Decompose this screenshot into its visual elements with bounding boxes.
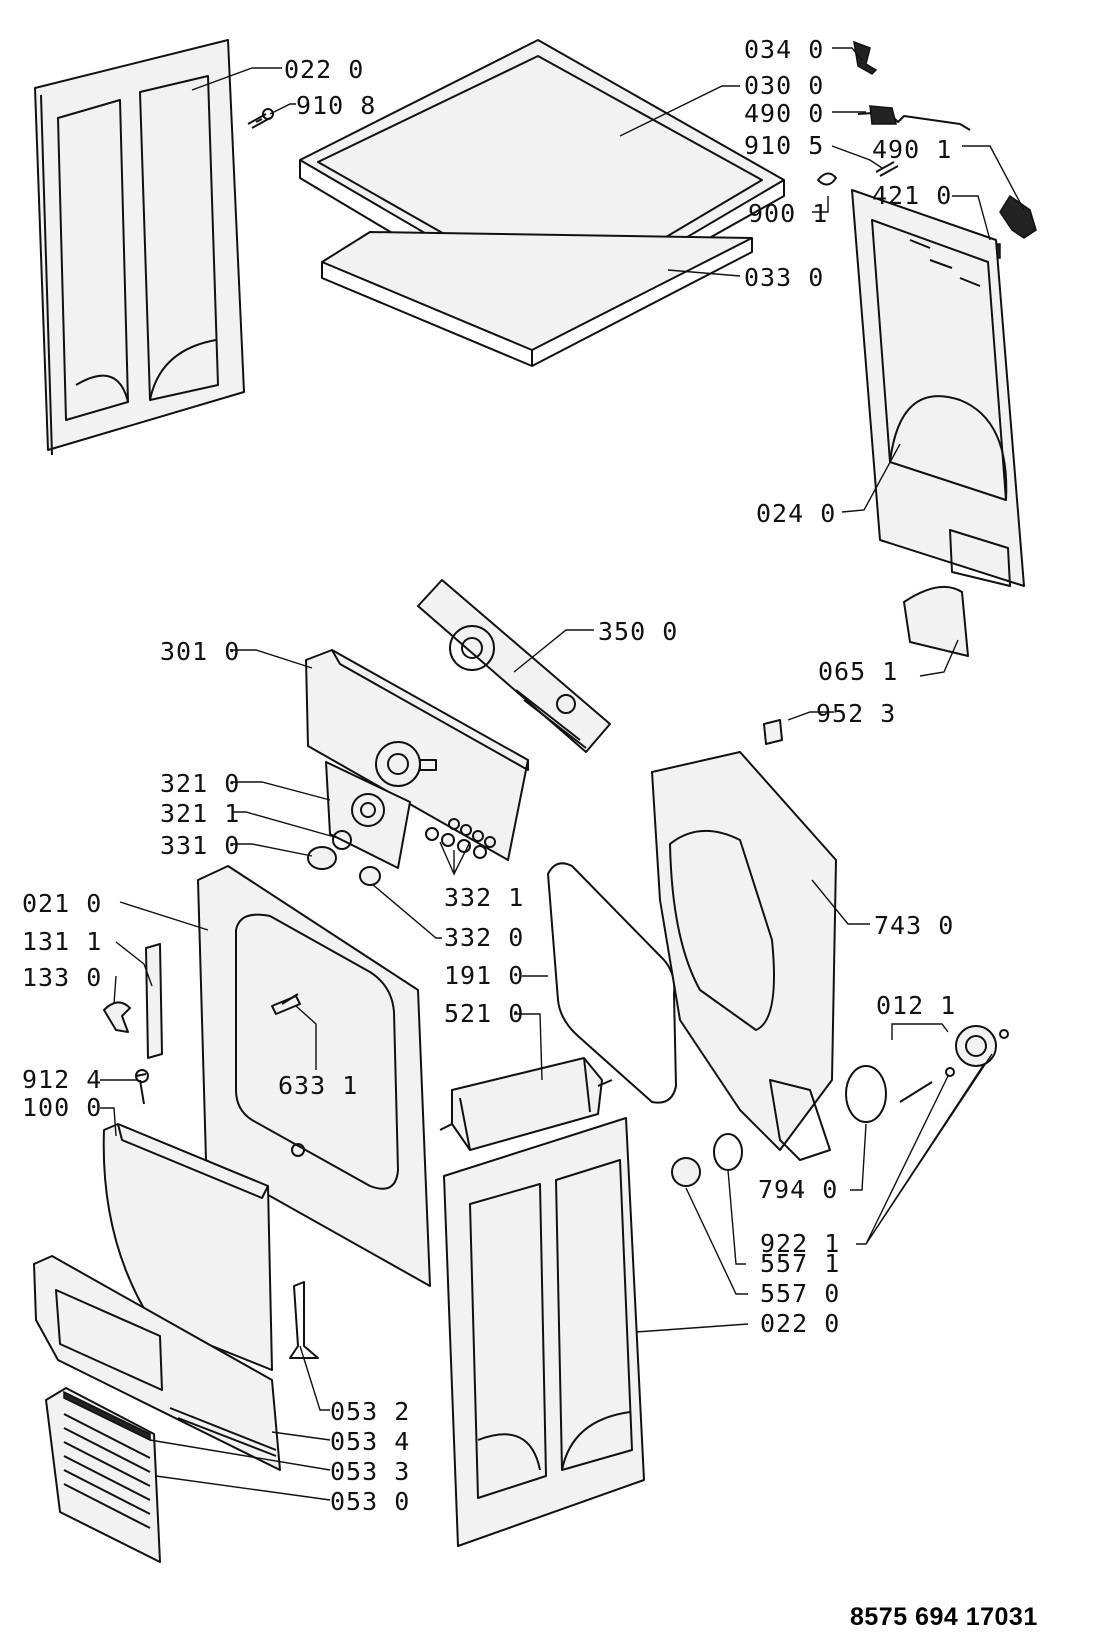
screw-910-8 [247, 108, 274, 129]
callout-421-0: 421 0 [872, 181, 952, 210]
plinth-053-4 [169, 1407, 277, 1457]
callout-024-0: 024 0 [756, 499, 836, 528]
callout-034-0: 034 0 [744, 35, 824, 64]
callout-012-1: 012 1 [876, 991, 956, 1020]
callout-900-1: 900 1 [748, 199, 828, 228]
ring-557-1 [713, 1133, 743, 1171]
callout-521-0: 521 0 [444, 999, 524, 1028]
callout-332-1: 332 1 [444, 883, 524, 912]
callout-321-1: 321 1 [160, 799, 240, 828]
foot-053-2 [289, 1281, 319, 1359]
clip-900-1 [817, 172, 837, 186]
callout-033-0: 033 0 [744, 263, 824, 292]
callout-022-0-top: 022 0 [284, 55, 364, 84]
callout-910-8: 910 8 [296, 91, 376, 120]
callout-794-0: 794 0 [758, 1175, 838, 1204]
callout-321-0: 321 0 [160, 769, 240, 798]
door-seal [547, 862, 677, 1104]
console-panel [305, 649, 529, 861]
callout-301-0: 301 0 [160, 637, 240, 666]
rear-panel [851, 189, 1025, 587]
module-521-0 [439, 1057, 613, 1151]
callout-131-1: 131 1 [22, 927, 102, 956]
knob-331-0 [307, 846, 337, 870]
callout-133-0: 133 0 [22, 963, 102, 992]
callout-021-0: 021 0 [22, 889, 102, 918]
callout-053-0: 053 0 [330, 1487, 410, 1516]
side-panel-right [443, 1117, 645, 1547]
side-panel-left [34, 39, 245, 456]
leader-lines [100, 47, 1025, 1501]
callout-053-4: 053 4 [330, 1427, 410, 1456]
control-board [417, 579, 611, 753]
document-number: 8575 694 17031 [850, 1603, 1038, 1631]
screw-910-5 [875, 161, 899, 177]
power-cord [857, 105, 971, 131]
drum-housing [651, 751, 837, 1161]
button-332-0 [359, 866, 381, 886]
callout-332-0: 332 0 [444, 923, 524, 952]
callout-030-0: 030 0 [744, 71, 824, 100]
callout-490-0: 490 0 [744, 99, 824, 128]
hinge-131-1 [145, 943, 163, 1059]
bearing-012-1 [899, 1025, 1009, 1103]
thermostat-557-0 [671, 1157, 701, 1187]
callout-743-0: 743 0 [874, 911, 954, 940]
callout-053-3: 053 3 [330, 1457, 410, 1486]
callout-910-5: 910 5 [744, 131, 824, 160]
seal-794-0 [845, 1065, 887, 1123]
callout-labels: 022 0 910 8 034 0 030 0 490 0 910 5 490 … [22, 35, 956, 1516]
callout-952-3: 952 3 [816, 699, 896, 728]
ring-321-1 [332, 830, 352, 850]
bracket-034-0 [853, 40, 878, 75]
callout-350-0: 350 0 [598, 617, 678, 646]
decor-panel [325, 761, 411, 869]
top-cover-plate [321, 231, 753, 367]
callout-053-2: 053 2 [330, 1397, 410, 1426]
callout-331-0: 331 0 [160, 831, 240, 860]
callout-912-4: 912 4 [22, 1065, 102, 1094]
bolt-952-3 [763, 719, 783, 745]
hinge-633-1 [271, 995, 301, 1015]
callout-191-0: 191 0 [444, 961, 524, 990]
callout-022-0-bottom: 022 0 [760, 1309, 840, 1338]
callout-633-1: 633 1 [278, 1071, 358, 1100]
screw-912-4 [135, 1069, 149, 1105]
callout-557-0: 557 0 [760, 1279, 840, 1308]
callout-490-1: 490 1 [872, 135, 952, 164]
cord-clamp-490-1 [999, 194, 1037, 239]
callout-922-1: 922 1 [760, 1229, 840, 1258]
callout-100-0: 100 0 [22, 1093, 102, 1122]
callout-065-1: 065 1 [818, 657, 898, 686]
buttons-332-1 [425, 827, 487, 859]
callout-557-1: 557 1 [760, 1249, 840, 1278]
hook-133-0 [103, 1001, 131, 1033]
cover-065-1 [903, 585, 969, 657]
base-frame [33, 1255, 281, 1471]
